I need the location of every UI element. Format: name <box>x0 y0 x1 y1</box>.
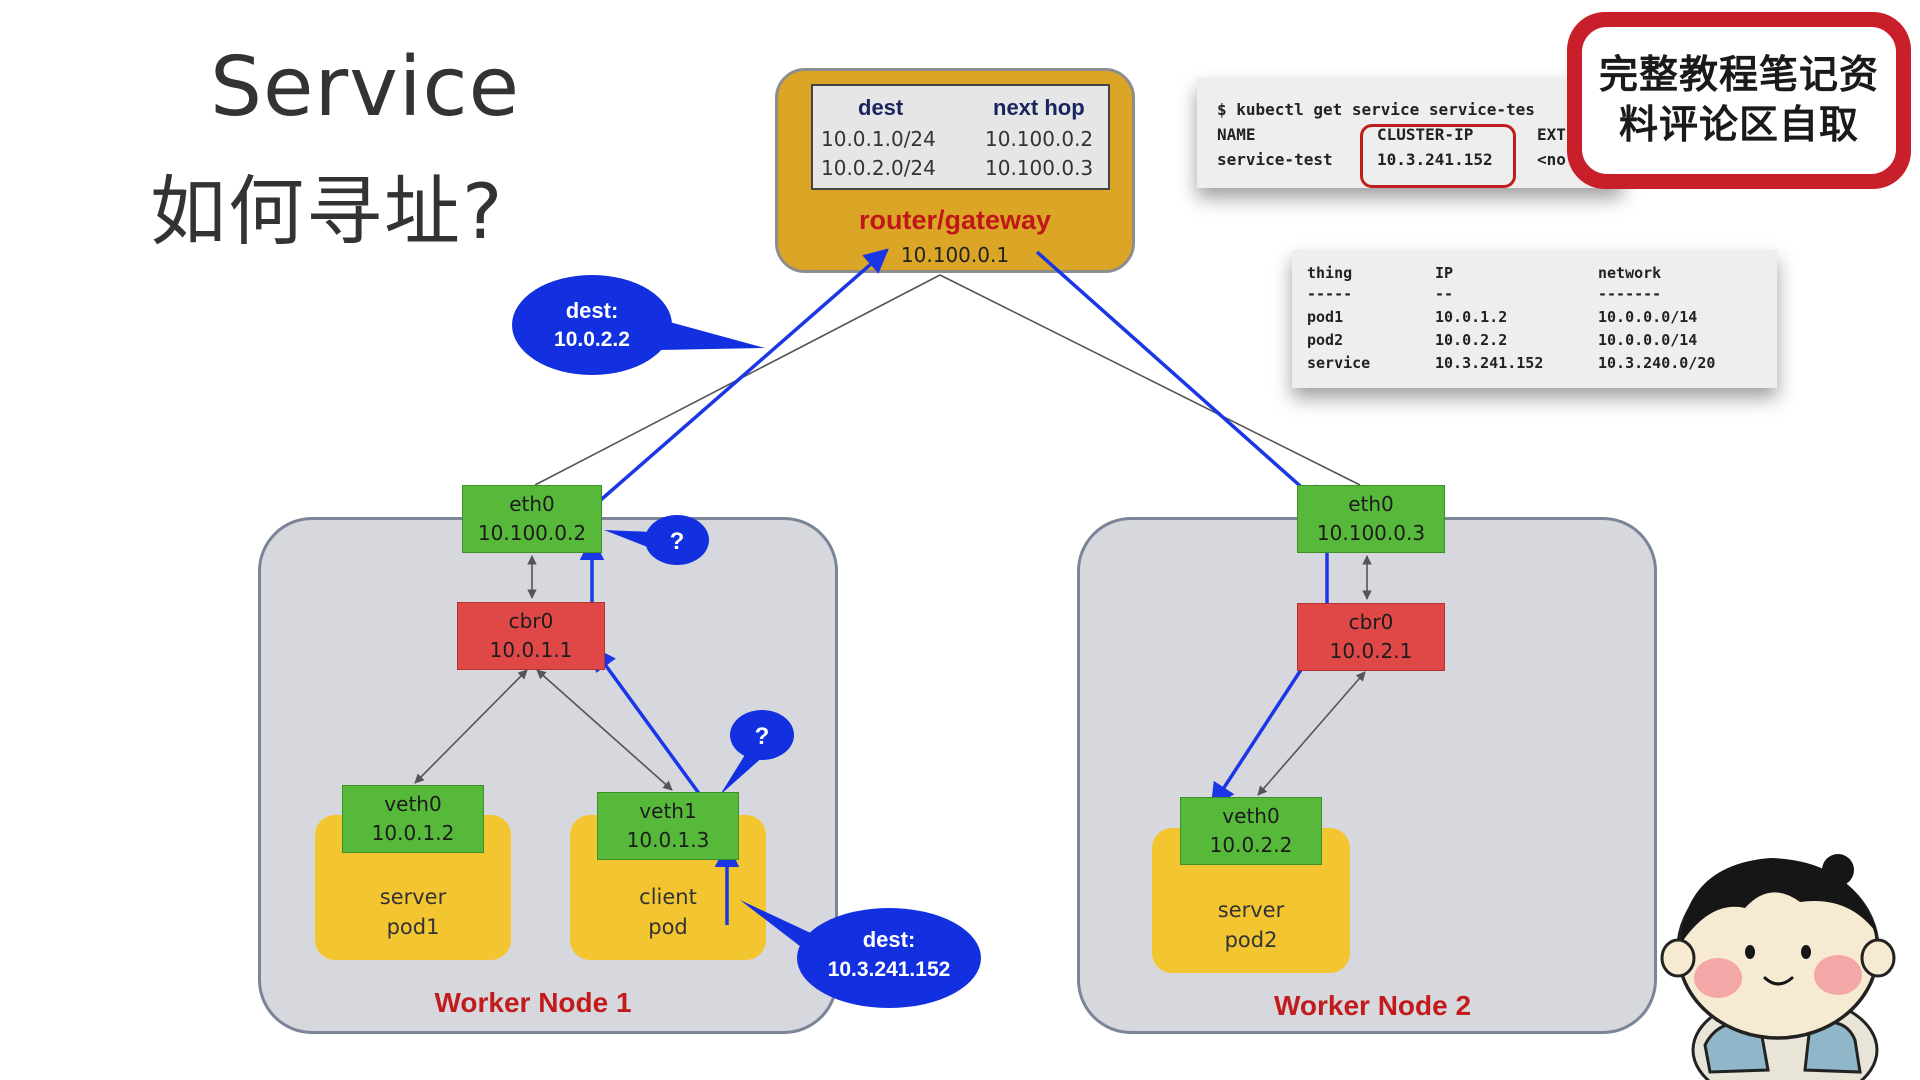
kubectl-row-name: service-test <box>1217 150 1333 169</box>
kubectl-cluster-ip-header: CLUSTER-IP <box>1377 125 1474 144</box>
net-header-network: network <box>1598 264 1662 282</box>
cluster-ip-highlight <box>1360 124 1516 188</box>
route-2-dest: 10.0.2.0/24 <box>821 156 936 180</box>
kubectl-service-terminal: $ kubectl get service service-tes NAME C… <box>1197 78 1622 188</box>
w1-veth0-ip: 10.0.1.2 <box>371 821 455 845</box>
w1-veth1: veth1 10.0.1.3 <box>597 792 739 860</box>
net-row-pod1-ip: 10.0.1.2 <box>1435 308 1508 326</box>
w2-cbr0: cbr0 10.0.2.1 <box>1297 603 1445 671</box>
w1-eth0-ip: 10.100.0.2 <box>477 521 587 545</box>
promo-line1: 完整教程笔记资 <box>1598 52 1879 98</box>
net-row-pod1-thing: pod1 <box>1307 308 1344 326</box>
w1-eth0: eth0 10.100.0.2 <box>462 485 602 553</box>
w2-eth0: eth0 10.100.0.3 <box>1297 485 1445 553</box>
bubble-dest-service-line1: dest: <box>863 927 916 952</box>
w2-eth0-name: eth0 <box>1348 492 1394 516</box>
w1-cbr0-name: cbr0 <box>508 609 554 633</box>
net-header-ip: IP <box>1435 264 1454 282</box>
w1-veth0-name: veth0 <box>384 792 442 816</box>
promo-stamp: 完整教程笔记资 料评论区自取 <box>1567 12 1911 189</box>
bubble-dest-pod: dest: 10.0.2.2 <box>512 275 765 375</box>
routing-table-next-hop-header: next hop <box>993 95 1085 120</box>
w1-server-pod1-line2: pod1 <box>386 915 440 939</box>
w2-server-pod2-line1: server <box>1217 898 1285 922</box>
w2-veth0-name: veth0 <box>1222 804 1280 828</box>
worker-node-1-label: Worker Node 1 <box>434 987 632 1018</box>
net-rule-ip: -- <box>1435 285 1454 303</box>
w1-server-pod1-line1: server <box>379 885 447 909</box>
net-row-service-network: 10.3.240.0/20 <box>1598 354 1716 372</box>
net-rule-network: ------- <box>1598 285 1662 303</box>
kubectl-command: $ kubectl get service service-tes <box>1217 100 1535 119</box>
net-row-pod2-thing: pod2 <box>1307 331 1344 349</box>
bubble-dest-service-line2: 10.3.241.152 <box>828 958 951 981</box>
w2-server-pod2-line2: pod2 <box>1224 928 1278 952</box>
net-header-thing: thing <box>1307 264 1353 282</box>
w1-eth0-name: eth0 <box>509 492 555 516</box>
bubble-dest-pod-line1: dest: <box>566 298 619 323</box>
worker-node-2-label: Worker Node 2 <box>1273 990 1472 1021</box>
w1-veth1-ip: 10.0.1.3 <box>626 828 710 852</box>
flow-router-to-w2-eth0 <box>1035 250 1327 510</box>
route-1-next-hop: 10.100.0.2 <box>985 127 1094 151</box>
net-row-pod2-ip: 10.0.2.2 <box>1435 331 1508 349</box>
link-router-w1-eth0 <box>534 274 941 486</box>
kubectl-row-external: <no <box>1537 150 1566 169</box>
w2-cbr0-name: cbr0 <box>1348 610 1394 634</box>
net-row-service-thing: service <box>1307 354 1371 372</box>
router-gateway: dest next hop 10.0.1.0/24 10.100.0.2 10.… <box>775 68 1135 273</box>
w2-cbr0-ip: 10.0.2.1 <box>1329 639 1413 663</box>
flow-eth0-to-router <box>593 248 889 507</box>
net-rule-thing: ----- <box>1307 285 1353 303</box>
route-1-dest: 10.0.1.0/24 <box>821 127 936 151</box>
w2-veth0-ip: 10.0.2.2 <box>1209 833 1293 857</box>
router-ip: 10.100.0.1 <box>900 243 1010 267</box>
network-table-terminal: thing IP network ----- -- ------- pod1 1… <box>1292 250 1777 388</box>
routing-table: dest next hop 10.0.1.0/24 10.100.0.2 10.… <box>811 84 1110 190</box>
slide-title-line1: Service <box>210 40 521 135</box>
net-row-pod1-network: 10.0.0.0/14 <box>1598 308 1698 326</box>
net-row-service-ip: 10.3.241.152 <box>1435 354 1544 372</box>
promo-line2: 料评论区自取 <box>1618 102 1859 148</box>
bubble-dest-pod-line2: 10.0.2.2 <box>554 328 630 351</box>
route-2-next-hop: 10.100.0.3 <box>985 156 1094 180</box>
router-name: router/gateway <box>858 205 1052 235</box>
kubectl-name-header: NAME <box>1217 125 1256 144</box>
w2-eth0-ip: 10.100.0.3 <box>1316 521 1426 545</box>
routing-table-dest-header: dest <box>858 95 904 120</box>
w1-cbr0: cbr0 10.0.1.1 <box>457 602 605 670</box>
w1-cbr0-ip: 10.0.1.1 <box>489 638 573 662</box>
w2-veth0: veth0 10.0.2.2 <box>1180 797 1322 865</box>
w1-client-pod-line1: client <box>639 885 697 909</box>
slide-title-line2: 如何寻址? <box>150 167 505 256</box>
w1-veth1-name: veth1 <box>639 799 697 823</box>
w1-client-pod-line2: pod <box>648 915 688 939</box>
kubectl-external-header: EXT <box>1537 125 1566 144</box>
mascot-illustration <box>1660 854 1896 1080</box>
net-row-pod2-network: 10.0.0.0/14 <box>1598 331 1698 349</box>
w1-veth0: veth0 10.0.1.2 <box>342 785 484 853</box>
kubectl-row-cluster-ip: 10.3.241.152 <box>1377 150 1493 169</box>
